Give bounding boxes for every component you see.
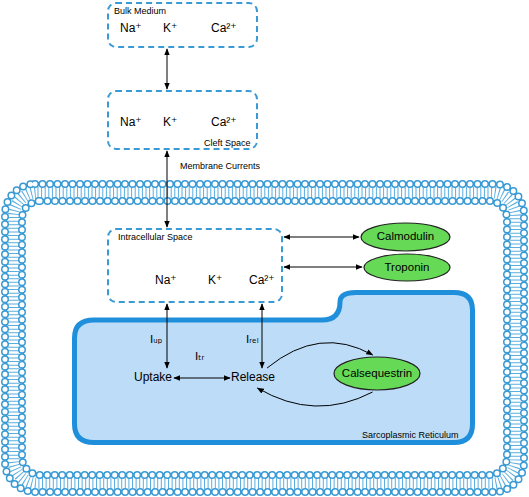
- ion-label: Ca²⁺: [211, 116, 237, 130]
- protein-ellipse: Calsequestrin: [333, 356, 421, 391]
- compartment-title: Intracellular Space: [118, 232, 193, 242]
- binding-arrow: [267, 343, 373, 368]
- sr-compartment: Release: [231, 369, 275, 387]
- flux-arrow: [167, 49, 168, 89]
- current-label: Iᵣₑₗ: [246, 334, 259, 347]
- compartment-box: Bulk MediumNa⁺ K⁺ Ca²⁺: [107, 2, 258, 48]
- flux-arrow: [284, 237, 359, 238]
- flux-arrow: [284, 267, 362, 268]
- binding-arrow: [257, 388, 372, 406]
- compartment-title: Cleft Space: [204, 138, 251, 148]
- compartment-name: Release: [231, 371, 275, 385]
- flux-arrow: [174, 378, 230, 379]
- ion-label: K⁺: [163, 116, 177, 130]
- ion-label: Na⁺: [120, 22, 142, 36]
- ion-label: Ca²⁺: [211, 22, 237, 36]
- ion-label: K⁺: [163, 22, 177, 36]
- compartment-box: Intracellular SpaceNa⁺ K⁺ Ca²⁺: [107, 228, 283, 303]
- compartment-title: Bulk Medium: [114, 6, 166, 16]
- flux-arrow: [167, 304, 168, 368]
- current-label: Membrane Currents: [180, 161, 260, 171]
- compartment-name: Uptake: [133, 371, 173, 385]
- ion-label: K⁺: [208, 274, 222, 288]
- organelle-shape: Sarcoplasmic Reticulum Uptake Release Calse…: [72, 290, 475, 445]
- ion-label: Ca²⁺: [249, 274, 275, 288]
- organelle-title: Sarcoplasmic Reticulum: [362, 430, 459, 440]
- ion-label: Na⁺: [155, 274, 177, 288]
- protein-name: Calmodulin: [360, 230, 451, 243]
- current-label: Iᵤₚ: [150, 334, 162, 347]
- flux-arrow: [262, 304, 263, 368]
- protein-ellipse: Calmodulin: [360, 222, 451, 252]
- sr-compartment: Uptake: [133, 369, 173, 387]
- compartment-box: Na⁺ K⁺ Ca²⁺ Cleft Space: [107, 90, 258, 150]
- flux-arrow: [167, 151, 168, 227]
- protein-name: Troponin: [363, 261, 451, 274]
- protein-name: Calsequestrin: [333, 367, 421, 380]
- ion-label: Na⁺: [120, 116, 142, 130]
- protein-ellipse: Troponin: [363, 253, 451, 282]
- current-label: Iₜᵣ: [195, 351, 204, 364]
